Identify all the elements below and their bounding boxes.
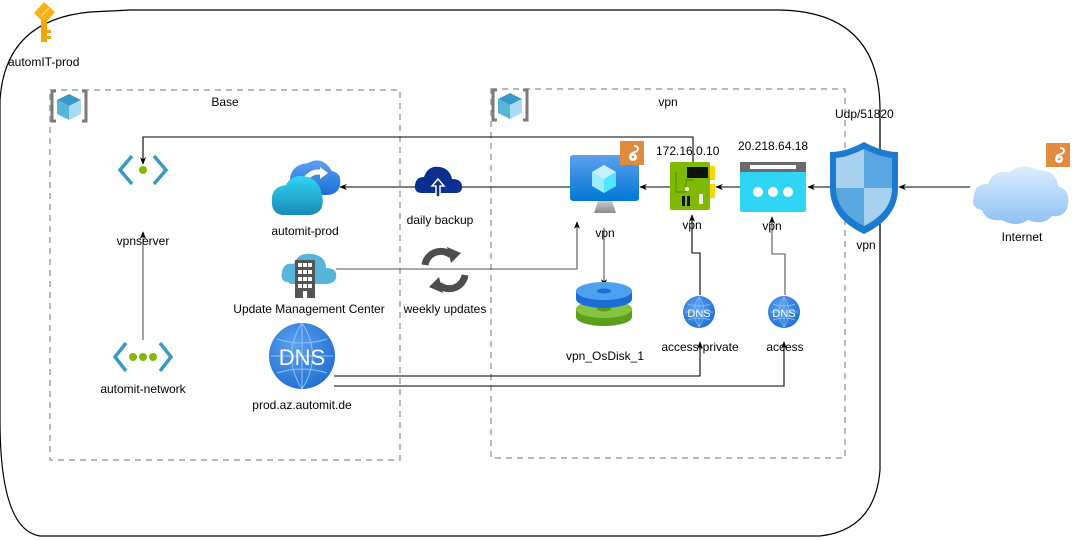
node-label-daily-backup: daily backup xyxy=(406,213,474,227)
managed-disk-icon xyxy=(576,282,632,326)
cloud-icon xyxy=(973,166,1069,224)
node-label-nic: vpn xyxy=(682,218,702,232)
node-label-vm: vpn xyxy=(595,226,615,240)
edge-update-vm xyxy=(336,221,581,270)
group-vpn-border[interactable] xyxy=(490,88,846,459)
recovery-services-vault-icon xyxy=(271,160,341,215)
node-label-update-management: Update Management Center xyxy=(233,302,385,316)
node-label-os-disk: vpn_OsDisk_1 xyxy=(565,349,645,363)
edge-nic-vpnserver xyxy=(139,136,694,165)
svg-text:DNS: DNS xyxy=(772,308,795,320)
node-label-nsg: vpn xyxy=(856,238,876,252)
refresh-icon xyxy=(421,247,469,293)
dns-zone-icon: DNS xyxy=(269,322,335,390)
public-ip-icon xyxy=(740,162,806,212)
wireguard-icon-vm xyxy=(619,140,645,166)
resource-group-icon-vpn xyxy=(491,88,529,122)
network-security-group-icon xyxy=(830,142,898,234)
outer-container-border xyxy=(0,9,881,537)
edge-dnszone-dnsprivate xyxy=(334,341,704,377)
cloud-upload-icon xyxy=(414,166,462,198)
node-label-internet: Internet xyxy=(1001,230,1043,244)
outer-container-label: automIT-prod xyxy=(8,55,80,69)
group-base-border[interactable] xyxy=(49,89,401,461)
node-label-dns-access-private: access-private xyxy=(661,340,739,354)
edge-dnsaccess-publicip xyxy=(768,216,786,295)
edge-dnszone-dnsaccess xyxy=(334,341,788,387)
node-label-dns-zone: prod.az.automit.de xyxy=(252,398,352,412)
node-label-weekly-updates: weekly updates xyxy=(403,302,487,316)
node-label-public-ip: vpn xyxy=(762,219,782,233)
virtual-network-icon xyxy=(112,341,174,373)
node-label-vpnserver: vpnserver xyxy=(116,234,170,248)
group-base-label: Base xyxy=(211,95,239,109)
node-label-automit-network: automit-network xyxy=(100,382,186,396)
wireguard-icon-internet xyxy=(1045,142,1071,168)
virtual-machine-icon xyxy=(570,155,639,213)
node-ip-nic: 172.16.0.10 xyxy=(656,144,720,158)
node-label-automit-prod: automit-prod xyxy=(271,224,339,238)
dns-record-icon-access-private: DNS xyxy=(682,295,716,329)
svg-text:DNS: DNS xyxy=(687,308,710,320)
group-vpn-label: vpn xyxy=(658,95,678,109)
network-interface-icon xyxy=(670,162,715,210)
key-icon xyxy=(34,2,55,42)
node-port-nsg: Udp/51820 xyxy=(835,107,894,121)
dns-record-icon-access: DNS xyxy=(767,295,801,329)
svg-text:DNS: DNS xyxy=(279,345,325,370)
virtual-network-subnet-icon xyxy=(117,154,169,186)
node-ip-public: 20.218.64.18 xyxy=(738,139,809,153)
resource-group-icon-base xyxy=(50,89,88,123)
edge-dnsprivate-nic xyxy=(688,214,701,295)
update-management-center-icon xyxy=(281,253,337,298)
node-label-dns-access: access xyxy=(766,340,804,354)
